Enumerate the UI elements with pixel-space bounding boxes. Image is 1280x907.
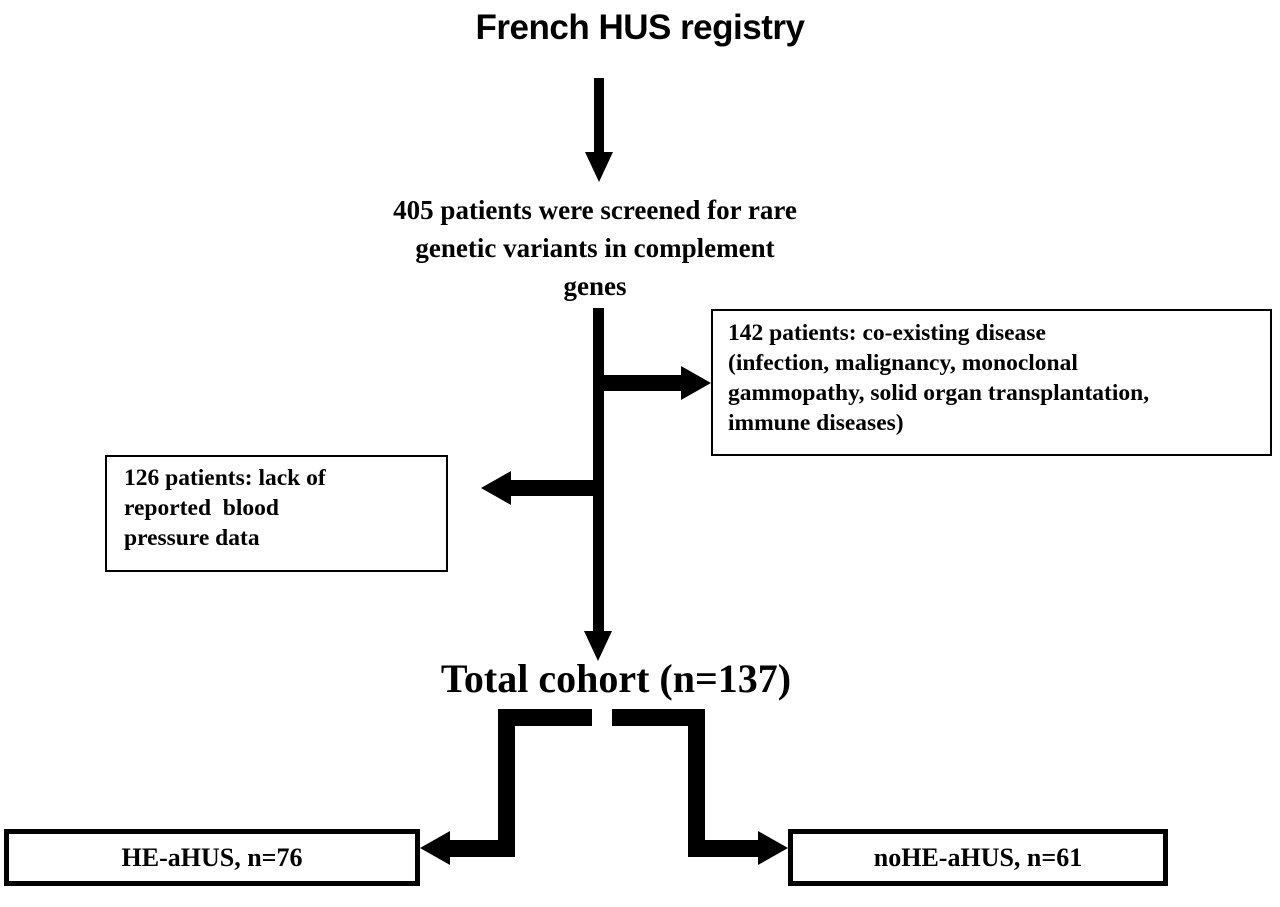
fork-bar-right-segment [612,709,705,726]
screening-line-3: genes [563,271,627,301]
exclusion-missing-bp-line-1: 126 patients: lack of [124,465,326,491]
exclusion-co-existing-disease-line-1: 142 patients: co-existing disease [728,320,1046,346]
fork-right-arrowhead [758,831,788,865]
fork-right-descender [688,709,705,849]
fork-left-descender [498,709,515,849]
figure-title: French HUS registry [475,8,805,47]
branch-right-arrowhead [681,366,711,400]
connector-title-to-screening-arrowhead [585,152,613,182]
branch-left-line [511,480,596,496]
screening-line-2: genetic variants in complement [415,233,775,263]
group-box-he-ahus: HE-aHUS, n=76 [4,829,420,886]
exclusion-missing-bp-line-3: pressure data [124,525,260,552]
branch-right-line [603,375,683,391]
exclusion-box-missing-bp-data: 126 patients: lack of reported blood pre… [105,455,448,572]
main-trunk-line [593,308,604,633]
fork-left-horizontal [450,840,515,857]
exclusion-co-existing-disease-line-2: (infection, malignancy, monoclonal [728,350,1078,377]
exclusion-co-existing-disease-line-4: immune diseases) [728,410,904,437]
screening-line-1: 405 patients were screened for rare [393,195,797,225]
exclusion-co-existing-disease-line-3: gammopathy, solid organ transplantation, [728,380,1150,407]
group-label-nohe-ahus: noHE-aHUS, n=61 [873,842,1083,872]
fork-bar-left-segment [498,709,592,726]
group-box-nohe-ahus: noHE-aHUS, n=61 [788,829,1168,886]
fork-right-horizontal [688,840,758,857]
total-cohort-label: Total cohort (n=137) [440,656,792,701]
branch-left-arrowhead [481,471,511,505]
fork-left-arrowhead [420,831,450,865]
group-label-he-ahus: HE-aHUS, n=76 [121,842,303,872]
exclusion-missing-bp-line-2: reported blood [124,495,279,522]
main-trunk-arrowhead [584,631,612,661]
exclusion-box-co-existing-disease: 142 patients: co-existing disease (infec… [711,309,1272,456]
connector-title-to-screening-shaft [594,78,604,154]
